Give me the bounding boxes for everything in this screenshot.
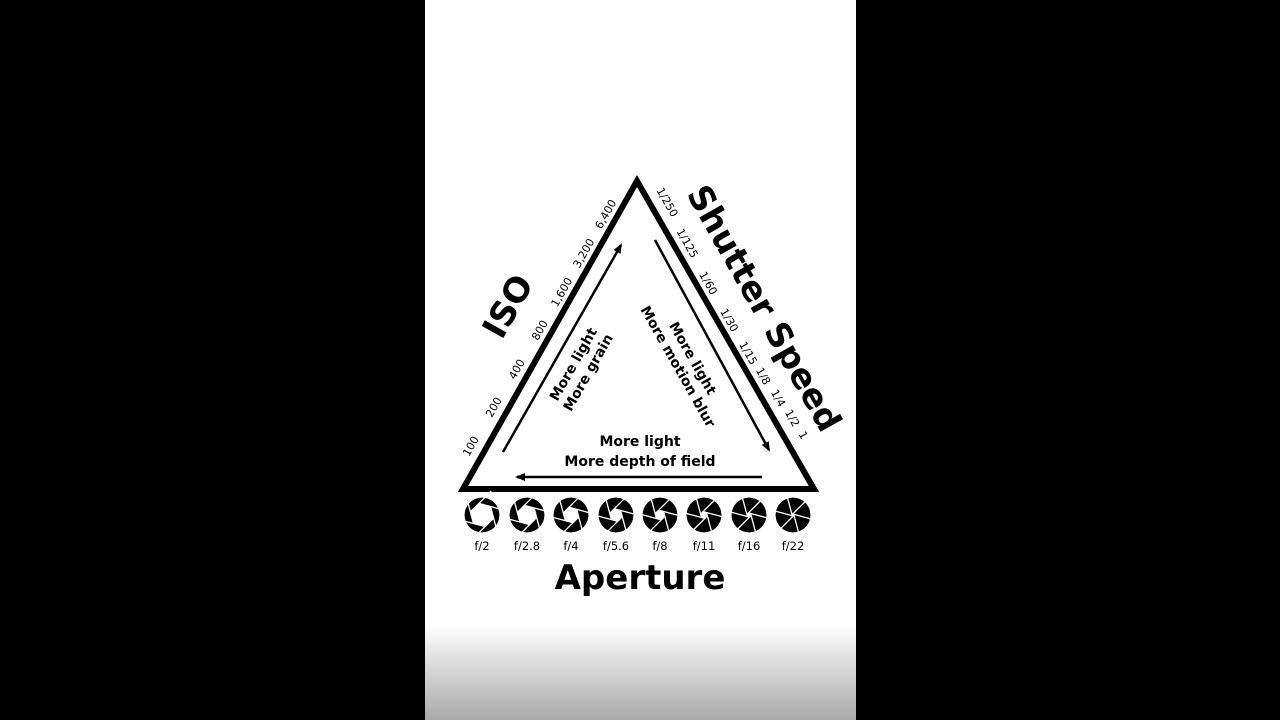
aperture-icon: [594, 495, 638, 535]
aperture-icon: [456, 490, 508, 540]
aperture-value: f/8: [652, 539, 667, 553]
aperture-icon: [639, 495, 681, 535]
aperture-title: Aperture: [555, 558, 726, 598]
diagram-panel: [425, 0, 856, 720]
aperture-value: f/2.8: [514, 539, 540, 553]
aperture-value: f/11: [693, 539, 716, 553]
aperture-value: f/16: [738, 539, 761, 553]
aperture-icon: [729, 495, 769, 535]
iso-arrow: [501, 243, 623, 453]
triangle-outline: [457, 174, 820, 492]
aperture-icon: [773, 495, 813, 535]
aperture-icon: [548, 494, 594, 536]
aperture-value: f/4: [563, 539, 578, 553]
aperture-value: f/5.6: [603, 539, 629, 553]
aperture-note-1: More light: [599, 434, 680, 450]
aperture-value: f/2: [474, 539, 489, 553]
aperture-note-2: More depth of field: [564, 454, 715, 470]
shutter-arrow: [653, 239, 771, 452]
shutter-value: 1/4: [768, 387, 788, 409]
iso-value: 100: [460, 434, 482, 459]
aperture-icon: [502, 492, 552, 538]
aperture-icon: [684, 495, 724, 535]
aperture-value: f/22: [782, 539, 805, 553]
shutter-value: 1: [796, 429, 811, 441]
